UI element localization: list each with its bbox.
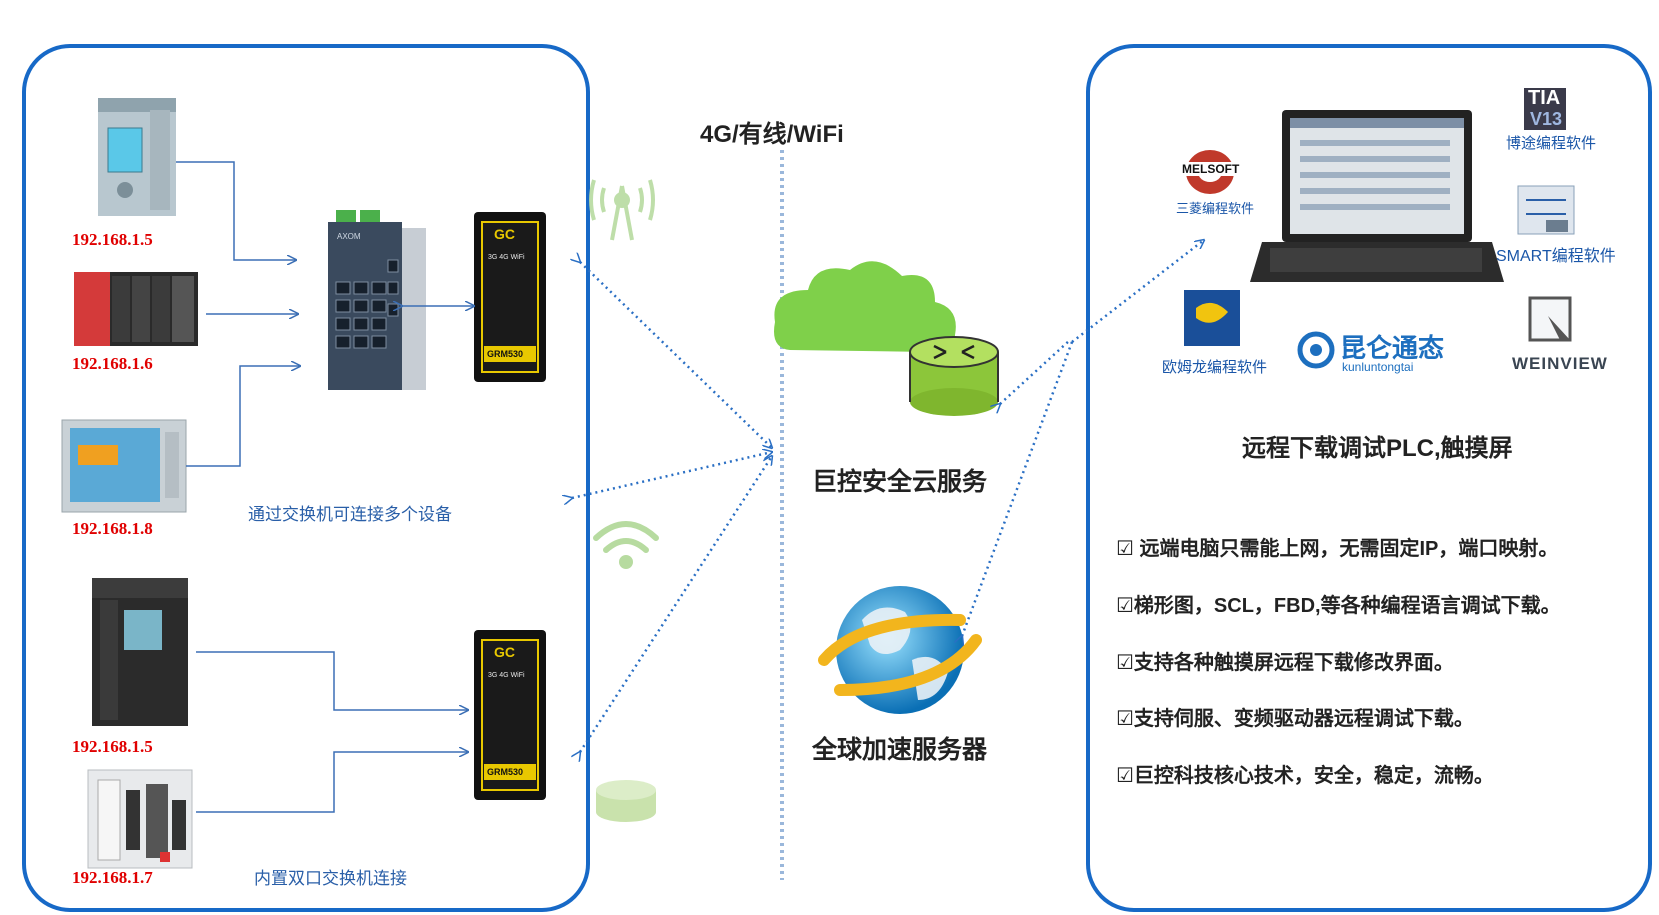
link-servo-gateway <box>196 752 468 813</box>
plc-rack-device <box>74 272 198 346</box>
remote-title: 远程下载调试PLC,触摸屏 <box>1242 435 1513 462</box>
gateway-signal-top: 3G 4G WiFi <box>488 254 525 261</box>
ip-plc-1: 192.168.1.5 <box>72 230 153 249</box>
gateway-brand-top: GC <box>494 226 515 242</box>
ip-servo: 192.168.1.7 <box>72 868 153 887</box>
cloud-router-icon <box>774 261 999 416</box>
global-server-label: 全球加速服务器 <box>812 736 988 764</box>
tia-logo-text-2: V13 <box>1530 109 1563 129</box>
smart-label: SMART编程软件 <box>1496 248 1616 265</box>
industrial-switch-device <box>328 210 426 390</box>
mitsubishi-label: 三菱编程软件 <box>1176 201 1255 216</box>
motion-controller-device <box>87 769 193 869</box>
melsoft-logo-text: MELSOFT <box>1182 162 1240 176</box>
link-gateway-cloud-2 <box>572 452 772 498</box>
gateway-grm530-top <box>474 212 546 382</box>
feature-item-2: ☑梯形图，SCL，FBD,等各种编程语言调试下载。 <box>1116 595 1561 617</box>
switch-brand: AXOM <box>337 232 361 241</box>
link-plc1-switch <box>176 161 296 260</box>
smart-software-logo <box>1517 185 1575 235</box>
link-hmi-switch <box>186 366 300 467</box>
cloud-service-label: 巨控安全云服务 <box>812 468 988 496</box>
tia-portal-logo <box>1524 88 1566 130</box>
hmi-panel-device <box>61 419 187 513</box>
gateway-grm530-bottom <box>474 630 546 800</box>
laptop-icon <box>1250 110 1504 282</box>
network-type-label: 4G/有线/WiFi <box>700 121 844 148</box>
link-gateway-cloud-3 <box>580 456 772 752</box>
link-drive-gateway <box>196 651 468 710</box>
ip-drive: 192.168.1.5 <box>72 737 153 756</box>
gateway-brand-bottom: GC <box>494 644 515 660</box>
tia-logo-text-1: TIA <box>1528 87 1561 109</box>
link-gateway-cloud-1 <box>580 262 772 448</box>
kunlun-logo <box>1297 331 1335 369</box>
feature-item-3: ☑支持各种触摸屏远程下载修改界面。 <box>1116 652 1454 674</box>
weinview-logo <box>1528 296 1572 342</box>
wired-router-icon <box>596 780 656 822</box>
remote-pc-panel <box>1086 44 1652 912</box>
kunlun-cn-text: 昆仑通态 <box>1340 333 1445 363</box>
plc-s7-1500-device <box>98 98 176 216</box>
ip-hmi: 192.168.1.8 <box>72 519 153 538</box>
tia-label: 博途编程软件 <box>1506 135 1597 152</box>
gateway-signal-bottom: 3G 4G WiFi <box>488 672 525 679</box>
weinview-text: WEINVIEW <box>1512 354 1608 373</box>
gateway-model-bottom: GRM530 <box>487 767 524 777</box>
omron-logo <box>1184 290 1240 346</box>
feature-item-5: ☑巨控科技核心技术，安全，稳定，流畅。 <box>1116 765 1494 787</box>
link-cloud-pc <box>1000 339 1071 404</box>
gateway-model-top: GRM530 <box>487 349 524 359</box>
feature-item-1: ☑ 远端电脑只需能上网，无需固定IP，端口映射。 <box>1116 538 1559 560</box>
ip-plc-2: 192.168.1.6 <box>72 354 153 373</box>
switch-caption: 通过交换机可连接多个设备 <box>248 505 452 524</box>
feature-item-4: ☑支持伺服、变频驱动器远程调试下载。 <box>1116 708 1474 730</box>
global-server-icon <box>818 586 982 714</box>
drive-device <box>92 578 188 726</box>
link-pc-software <box>1071 240 1204 343</box>
cellular-tower-icon <box>589 179 655 241</box>
omron-label: 欧姆龙编程软件 <box>1162 359 1268 376</box>
wifi-icon <box>593 521 659 569</box>
dual-port-caption: 内置双口交换机连接 <box>254 869 407 888</box>
kunlun-en-text: kunluntongtai <box>1342 360 1414 374</box>
link-globe-pc <box>962 341 1074 636</box>
